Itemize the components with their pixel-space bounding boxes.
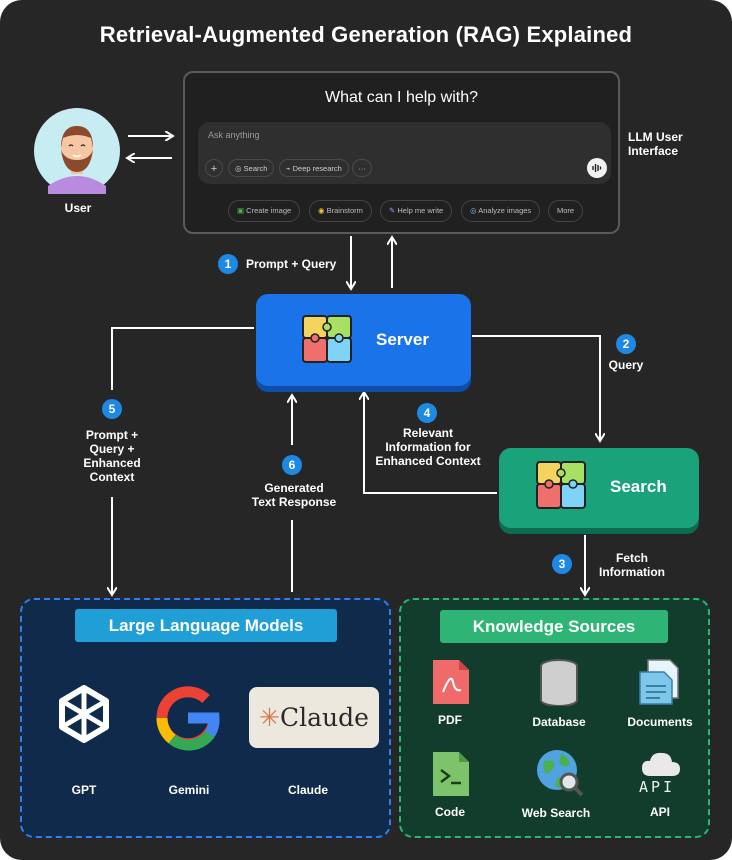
telescope-icon: ⌁ [286, 164, 293, 173]
create-image-chip[interactable]: ▣ Create image [228, 200, 301, 222]
bearded-man-avatar-icon [34, 108, 120, 194]
step-4-label: Relevant Information for Enhanced Contex… [372, 426, 484, 468]
step-6-label: Generated Text Response [244, 481, 344, 509]
step-5-label: Prompt + Query + Enhanced Context [72, 428, 152, 484]
step-5-line: Context [89, 470, 135, 484]
step-4-line: Information for [385, 440, 471, 454]
deep-research-label: Deep research [292, 164, 342, 173]
step-5-line: Query + [89, 442, 135, 456]
openai-logo-icon [59, 685, 109, 743]
step-2-badge: 2 [616, 334, 636, 354]
llm-gpt-label: GPT [71, 783, 97, 797]
database-label: Database [532, 715, 586, 729]
deep-research-button[interactable]: ⌁ Deep research [279, 159, 349, 177]
claude-star-icon: ✳ [259, 703, 280, 732]
globe-icon: ◎ [235, 164, 244, 173]
search-node: Search [499, 448, 699, 528]
documents-label: Documents [627, 715, 693, 729]
arrow-server-to-llm-a [111, 327, 254, 390]
search-tool-label: Search [243, 164, 268, 173]
help-me-write-chip[interactable]: ✎ Help me write [380, 200, 453, 222]
arrow-search-to-server [364, 393, 497, 494]
voice-mode-button[interactable] [587, 158, 607, 178]
help-me-write-label: Help me write [397, 206, 444, 215]
eye-icon: ◎ [470, 206, 479, 215]
step-3-badge: 3 [552, 554, 572, 574]
more-chip[interactable]: More [548, 200, 584, 222]
step-5-line: Prompt + [85, 428, 139, 442]
llm-user-interface-label: LLM User Interface [628, 130, 698, 158]
llm-user-interface-panel: What can I help with? Ask anything + ◎ S… [183, 71, 620, 234]
step-6-line: Text Response [251, 495, 337, 509]
api-icon-text: API [639, 778, 676, 796]
step-4-badge: 4 [417, 403, 437, 423]
ask-input-placeholder[interactable]: Ask anything [208, 130, 260, 140]
user-label: User [64, 201, 92, 215]
diagram-title: Retrieval-Augmented Generation (RAG) Exp… [99, 22, 633, 47]
image-icon: ▣ [237, 206, 247, 215]
claude-logo-text: Claude [280, 703, 369, 732]
step-6-line: Generated [264, 481, 324, 495]
database-icon [540, 659, 578, 706]
step-2-label: Query [608, 358, 644, 372]
web-search-label: Web Search [521, 806, 591, 820]
waveform-icon [592, 164, 602, 172]
pen-icon: ✎ [389, 206, 398, 215]
step-4-line: Enhanced Context [375, 454, 481, 468]
brainstorm-chip[interactable]: ◉ Brainstorm [309, 200, 372, 222]
arrow-server-to-search [472, 335, 600, 440]
google-g-logo-icon [156, 686, 220, 751]
pdf-icon [433, 660, 469, 704]
api-cloud-icon [642, 752, 680, 776]
step-3-label: Fetch Information [594, 551, 670, 579]
llm-gemini-label: Gemini [168, 783, 210, 797]
analyze-images-chip[interactable]: ◎ Analyze images [461, 200, 541, 222]
step-5-badge: 5 [102, 399, 122, 419]
code-label: Code [435, 805, 465, 819]
brainstorm-label: Brainstorm [326, 206, 363, 215]
api-label: API [649, 805, 670, 819]
analyze-images-label: Analyze images [478, 206, 532, 215]
step-3-line: Fetch [615, 551, 648, 565]
search-label: Search [610, 477, 667, 496]
ask-input-box[interactable]: Ask anything + ◎ Search ⌁ Deep research … [198, 122, 611, 184]
ui-question: What can I help with? [325, 89, 478, 106]
ui-label-line2: Interface [628, 144, 679, 158]
knowledge-sources-title: Knowledge Sources [440, 610, 668, 643]
create-image-label: Create image [246, 206, 292, 215]
step-1-badge: 1 [218, 254, 238, 274]
pdf-label: PDF [438, 713, 462, 727]
step-1-label: Prompt + Query [246, 257, 337, 271]
claude-logo-icon: ✳Claude [249, 687, 379, 748]
ui-label-line1: LLM User [628, 130, 683, 144]
add-button[interactable]: + [205, 159, 223, 177]
more-tools-button[interactable]: ··· [352, 159, 372, 177]
step-5-line: Enhanced [83, 456, 141, 470]
web-search-icon [537, 750, 584, 797]
claude-logo-wordmark: ✳Claude [249, 687, 379, 748]
server-label: Server [376, 330, 429, 349]
user-avatar [34, 108, 120, 194]
llm-group-title: Large Language Models [75, 609, 337, 642]
step-6-badge: 6 [282, 455, 302, 475]
step-3-line: Information [599, 565, 665, 579]
documents-icon [639, 659, 679, 705]
step-4-line: Relevant [402, 426, 454, 440]
code-file-icon [433, 752, 469, 796]
puzzle-icon [536, 461, 586, 509]
server-node: Server [256, 294, 471, 386]
puzzle-icon [302, 315, 352, 363]
lightbulb-icon: ◉ [318, 206, 327, 215]
search-tool-button[interactable]: ◎ Search [228, 159, 275, 177]
llm-claude-label: Claude [287, 783, 328, 797]
